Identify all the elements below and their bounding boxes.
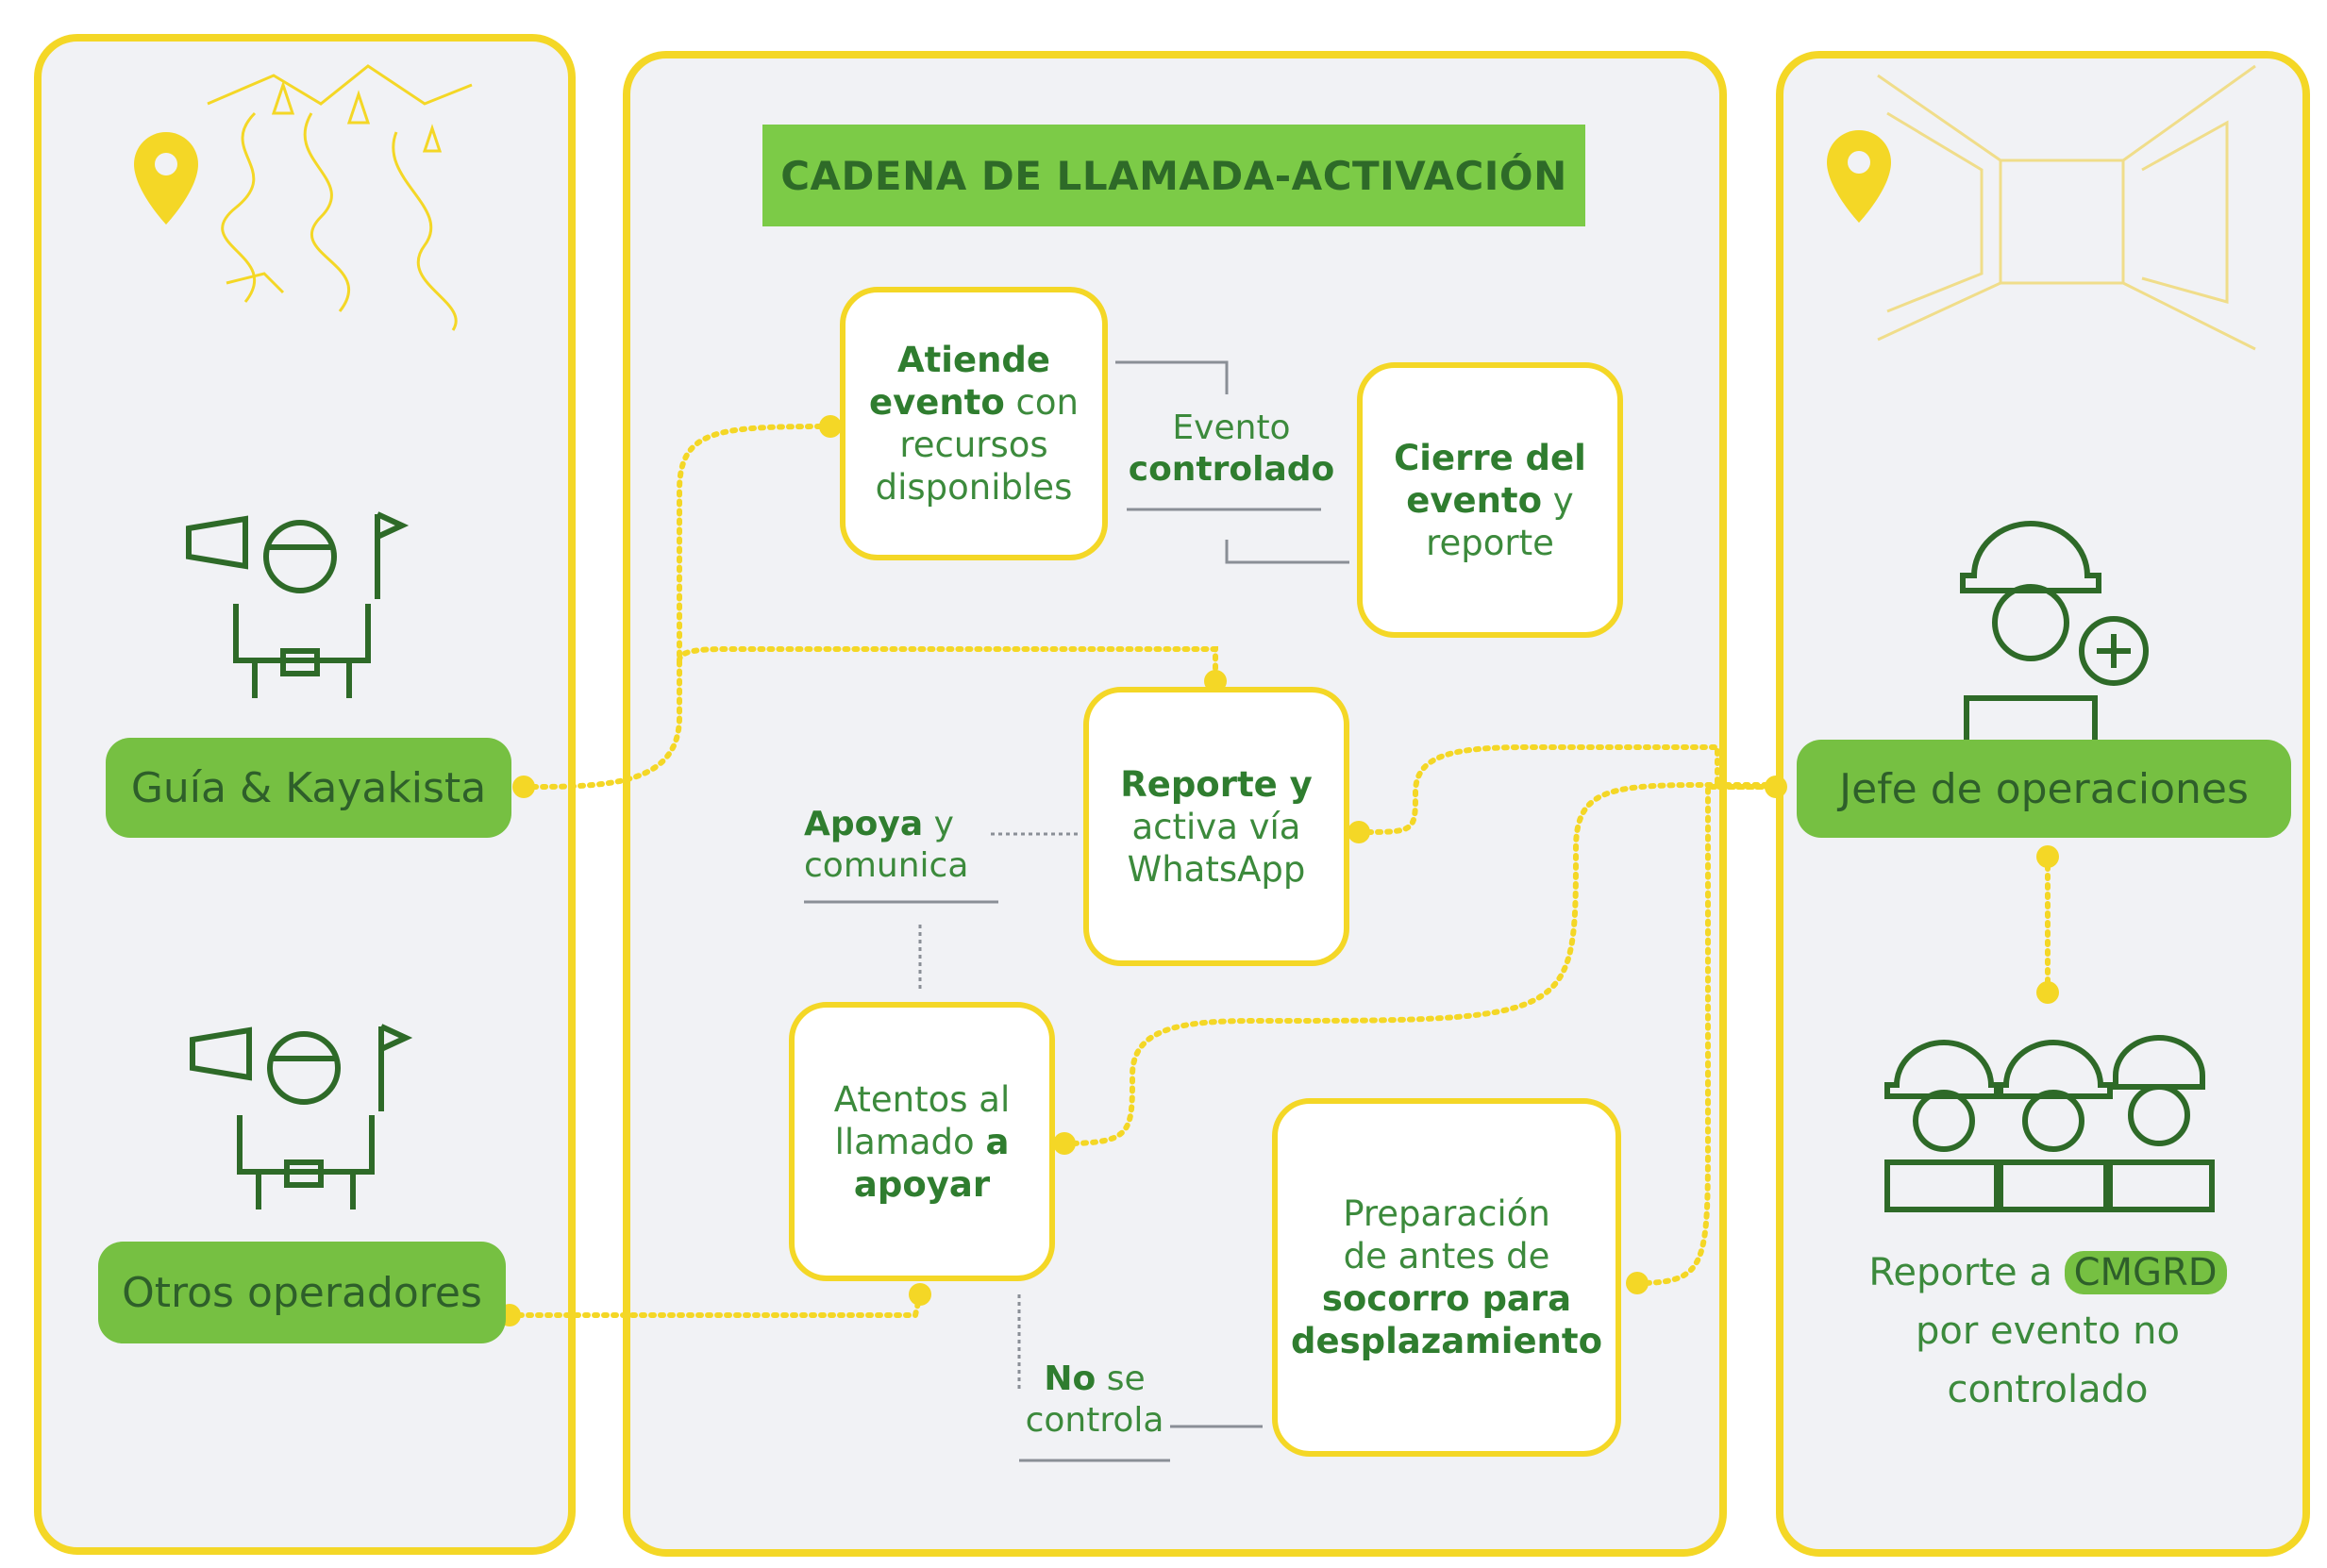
firefighter-medic-icon: [1960, 521, 2149, 767]
location-pin-icon: [1827, 130, 1891, 223]
diagram-title: CADENA DE LLAMADA-ACTIVACIÓN: [762, 125, 1585, 226]
location-pin-icon: [134, 132, 198, 225]
pill-jefe-operaciones: Jefe de operaciones: [1797, 740, 2291, 838]
operator-megaphone-icon: [190, 1024, 413, 1209]
guide-megaphone-icon: [186, 511, 410, 698]
pill-otros-operadores: Otros operadores: [98, 1242, 506, 1343]
report-cmgrd-text: Reporte a CMGRD por evento no controlado: [1821, 1243, 2274, 1419]
tunnel-icon: [1877, 64, 2256, 351]
pill-guia-kayakista: Guía & Kayakista: [106, 738, 511, 838]
river-landscape-icon: [207, 64, 473, 331]
connector-guia-atiende: [521, 424, 833, 790]
rescue-team-icon: [1884, 1035, 2215, 1212]
cmgrd-highlight: CMGRD: [2064, 1251, 2227, 1294]
